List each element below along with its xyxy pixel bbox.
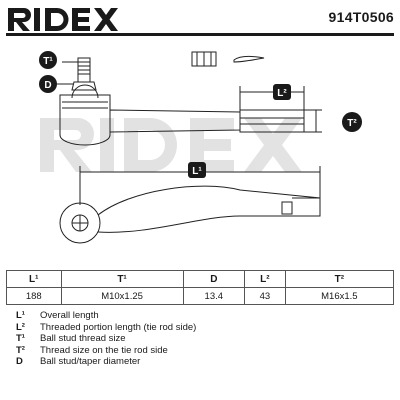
label-t1-text: T¹ [43,56,53,67]
legend-desc: Thread size on the tie rod side [40,344,168,356]
spec-value-t1: M10x1.25 [60,287,184,305]
legend-item: L² Threaded portion length (tie rod side… [16,322,196,334]
header-divider [6,33,394,36]
label-d: D [39,75,57,93]
legend-item: T² Thread size on the tie rod side [16,345,196,357]
label-l1-text: L¹ [192,166,202,177]
legend-key: T¹ [16,333,25,344]
legend-item: D Ball stud/taper diameter [16,356,196,368]
spec-header-l2: L² [244,270,286,288]
label-l1: L¹ [188,162,206,178]
ball-housing [59,94,111,146]
spec-value-d: 13.4 [182,287,246,305]
technical-drawing: T¹ D L² T² L¹ [39,51,362,244]
spec-table: L¹ T¹ D L² T² 188 M10x1.25 13.4 43 M16x1… [6,270,395,305]
legend-item: L¹ Overall length [16,310,196,322]
spec-header-l1: L¹ [6,270,62,288]
label-t1: T¹ [39,51,57,69]
spec-header-t1: T¹ [60,270,184,288]
legend-key: L² [16,321,25,333]
spec-header-d: D [182,270,246,288]
label-t2-text: T² [347,118,357,129]
legend-desc: Threaded portion length (tie rod side) [40,321,197,333]
part-number: 914T0506 [328,9,394,25]
spec-value-l2: 43 [244,287,286,305]
legend-key: T² [16,344,25,356]
cotter-pin [233,55,265,63]
legend-item: T¹ Ball stud thread size [16,333,196,345]
stud-taper [71,81,97,91]
legend-desc: Overall length [40,310,99,321]
label-t2: T² [342,112,362,132]
dimension-legend: L¹ Overall length L² Threaded portion le… [16,310,196,368]
ridex-logo [8,8,118,31]
thread-end [239,109,305,133]
label-l2-text: L² [277,88,287,99]
legend-desc: Ball stud/taper diameter [40,356,141,367]
spec-header-t2: T² [284,270,395,288]
legend-key: D [16,356,23,367]
label-l2: L² [273,84,291,100]
spec-value-l1: 188 [6,287,62,305]
spec-header-row: L¹ T¹ D L² T² [6,270,395,288]
spec-value-t2: M16x1.5 [284,287,395,305]
legend-key: L¹ [16,310,25,321]
arm-side [97,185,321,233]
legend-desc: Ball stud thread size [40,333,126,344]
label-d-text: D [44,80,51,91]
spec-value-row: 188 M10x1.25 13.4 43 M16x1.5 [6,287,395,305]
